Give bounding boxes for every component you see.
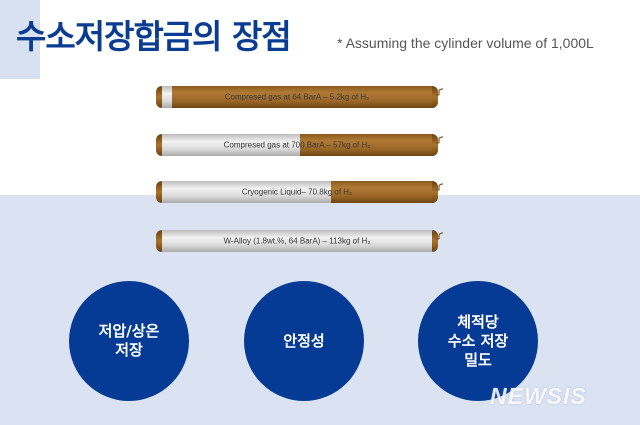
cylinder-label: Cryogenic Liquid– 70.8kg of H₂ — [241, 187, 353, 197]
advantage-line: 저압/상온 — [98, 322, 160, 340]
cylinder-w-alloy: W-Alloy (1.8wt.%, 64 BarA) – 113kg of H₂ — [156, 230, 444, 252]
advantage-line: 안정성 — [283, 331, 325, 350]
cylinder-cryogenic-liquid: Cryogenic Liquid– 70.8kg of H₂ — [156, 181, 444, 203]
cylinder-fill — [156, 134, 300, 156]
newsis-watermark: NEWSIS — [490, 383, 587, 409]
cylinder-body — [156, 181, 438, 203]
advantage-line: 저장 — [115, 341, 143, 359]
corner-accent-block — [0, 0, 40, 79]
valve-icon — [436, 232, 444, 240]
cylinder-cap-right — [432, 86, 438, 108]
cylinder-compressed-64bar: Compresed gas at 64 BarA – 5.2kg of H₂ — [156, 86, 444, 108]
valve-icon — [436, 88, 444, 96]
valve-icon — [436, 136, 444, 144]
advantage-line: 밀도 — [464, 350, 492, 369]
page-title: 수소저장합금의 장점 — [16, 17, 292, 56]
cylinder-label: W-Alloy (1.8wt.%, 64 BarA) – 113kg of H₂ — [223, 236, 371, 246]
advantage-volumetric-density: 체적당 수소 저장 밀도 — [418, 281, 538, 401]
cylinder-cap-left — [156, 181, 162, 203]
cylinder-label: Compresed gas at 700 BarA – 57kg of H₂ — [223, 140, 371, 150]
cylinder-cap-left — [156, 230, 162, 252]
cylinder-cap-right — [432, 134, 438, 156]
advantage-line: 체적당 — [457, 312, 499, 331]
cylinder-label: Compresed gas at 64 BarA – 5.2kg of H₂ — [224, 92, 370, 102]
cylinder-cap-right — [432, 181, 438, 203]
cylinder-cap-left — [156, 134, 162, 156]
cylinder-cap-left — [156, 86, 162, 108]
cylinder-compressed-700bar: Compresed gas at 700 BarA – 57kg of H₂ — [156, 134, 444, 156]
assumption-note: * Assuming the cylinder volume of 1,000L — [337, 35, 594, 51]
advantage-stability: 안정성 — [244, 281, 364, 401]
cylinder-body — [156, 86, 438, 108]
advantage-line: 수소 저장 — [447, 331, 509, 350]
valve-icon — [436, 183, 444, 191]
cylinder-fill — [156, 230, 438, 252]
cylinder-fill — [156, 181, 331, 203]
cylinder-body — [156, 134, 438, 156]
cylinder-cap-right — [432, 230, 438, 252]
cylinder-body — [156, 230, 438, 252]
advantage-low-pressure-storage: 저압/상온 저장 — [69, 281, 189, 401]
